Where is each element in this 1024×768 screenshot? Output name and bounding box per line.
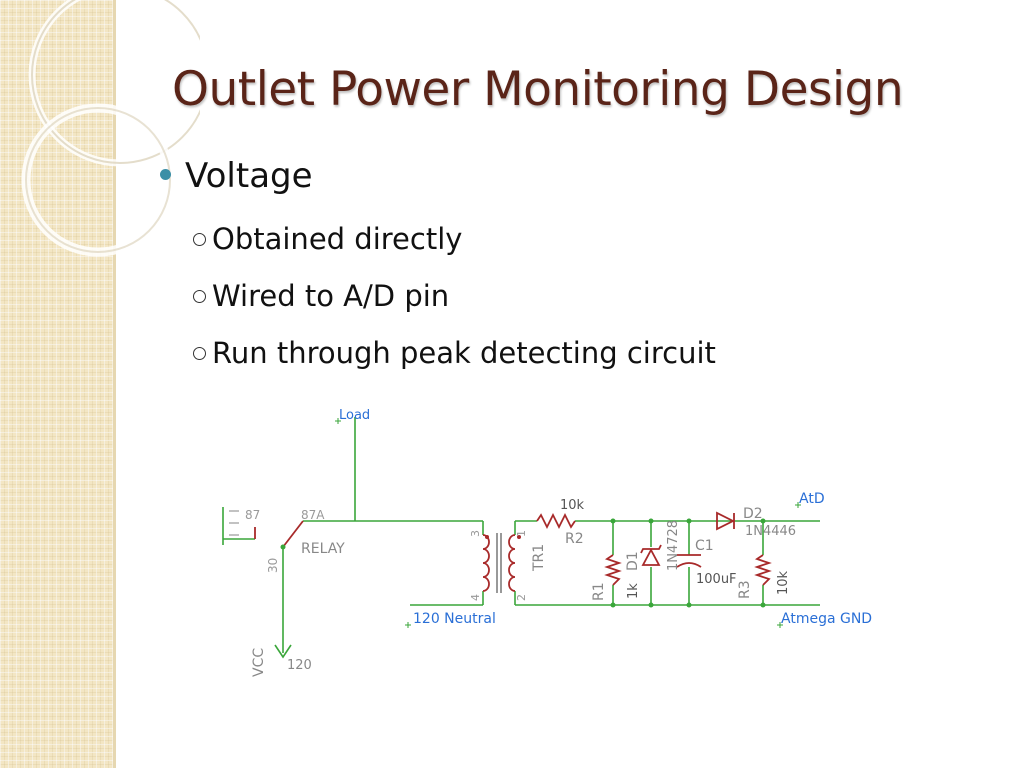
label-r3-value: 10k: [776, 570, 791, 595]
slide-title: Outlet Power Monitoring Design: [172, 62, 904, 117]
side-band-edge: [113, 0, 116, 768]
label-r3: R3: [737, 580, 753, 599]
label-d1: D1: [625, 551, 641, 571]
label-120: 120: [287, 658, 312, 673]
label-atd: AtD: [799, 491, 825, 507]
label-tr-pin3: 3: [469, 530, 482, 537]
label-30: 30: [266, 558, 280, 573]
peak-detector-schematic: Load 87 87A RELAY 30 VCC 120 120 Neutral…: [222, 408, 872, 677]
ring-bullet-icon: [193, 346, 206, 360]
sub-bullet-text: Obtained directly: [212, 222, 463, 256]
label-tr-pin1: 1: [515, 530, 528, 537]
label-vcc: VCC: [251, 648, 267, 677]
wires: [222, 417, 820, 659]
sub-bullet-text: Wired to A/D pin: [212, 279, 450, 313]
label-c1-value: 100uF: [696, 572, 737, 587]
label-d2-part: 1N4446: [745, 524, 796, 539]
label-tr1: TR1: [531, 544, 547, 572]
net-markers: [335, 418, 801, 628]
junction-dots: [280, 518, 766, 608]
label-load: Load: [339, 408, 370, 423]
label-87a: 87A: [301, 508, 325, 522]
sub-bullet-2: Wired to A/D pin: [193, 279, 449, 313]
ring-bullet-icon: [193, 232, 206, 246]
label-d1-part: 1N4728: [666, 520, 681, 571]
decorative-side-band: [0, 0, 113, 768]
label-r1-value: 1k: [626, 583, 641, 599]
sub-bullet-text: Run through peak detecting circuit: [212, 336, 716, 370]
label-tr-pin4: 4: [469, 594, 482, 601]
label-tr-pin2: 2: [515, 594, 528, 601]
label-d2: D2: [743, 506, 763, 522]
schematic-labels: Load 87 87A RELAY 30 VCC 120 120 Neutral…: [245, 408, 872, 677]
ring-bullet-icon: [193, 289, 206, 303]
label-r2: R2: [565, 531, 584, 547]
label-r1: R1: [591, 582, 607, 601]
decorative-rings: [21, 0, 200, 257]
label-87: 87: [245, 508, 260, 522]
sub-bullet-1: Obtained directly: [193, 222, 462, 256]
label-relay: RELAY: [301, 541, 345, 557]
label-r2-value: 10k: [560, 498, 585, 513]
label-atmega-gnd: Atmega GND: [781, 611, 872, 627]
bullet-text: Voltage: [185, 156, 313, 196]
label-c1: C1: [695, 538, 714, 554]
label-neutral: 120 Neutral: [413, 611, 496, 627]
sub-bullet-3: Run through peak detecting circuit: [193, 336, 716, 370]
bullet-voltage: Voltage: [160, 156, 313, 196]
components: [229, 510, 772, 593]
bullet-dot-icon: [160, 169, 171, 180]
